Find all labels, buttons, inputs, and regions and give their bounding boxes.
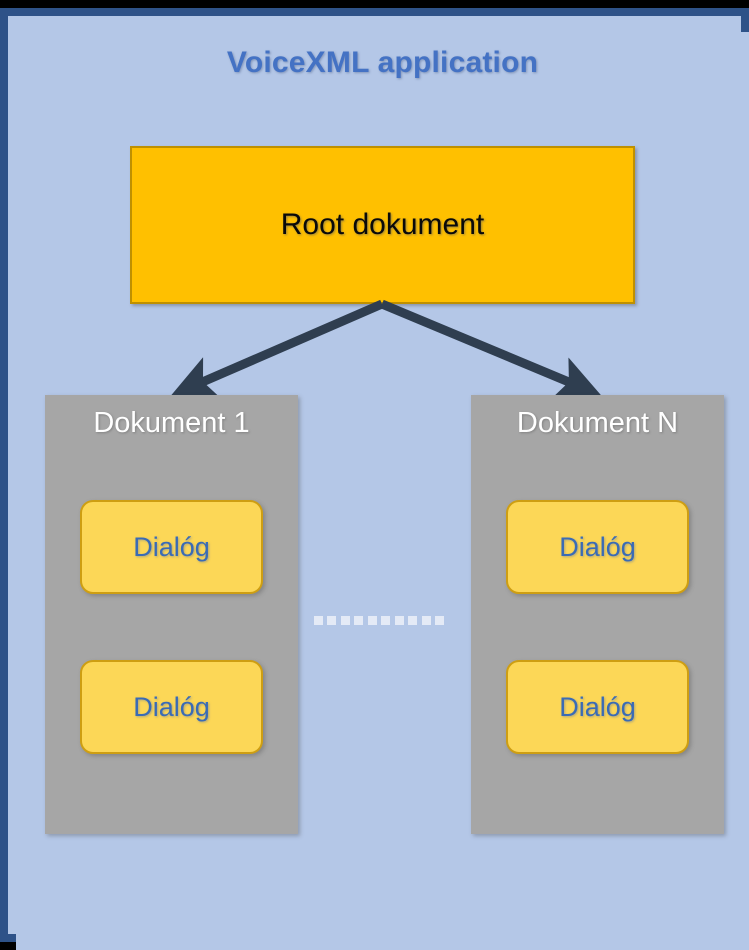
diagram-canvas: VoiceXML application Root dokument Dokum… bbox=[16, 32, 749, 950]
document-1-dialog-1[interactable]: Dialóg bbox=[80, 500, 263, 594]
arrow-root-to-document-n bbox=[380, 299, 602, 399]
document-n-dialog-1[interactable]: Dialóg bbox=[506, 500, 689, 594]
arrow-root-to-document-1 bbox=[170, 299, 384, 399]
document-n-dialog-1-label: Dialóg bbox=[559, 531, 636, 562]
document-1-dialog-2-label: Dialóg bbox=[133, 691, 210, 722]
connector-dot bbox=[340, 616, 350, 625]
document-1-dialog-2[interactable]: Dialóg bbox=[80, 660, 263, 754]
root-document-label: Root dokument bbox=[280, 208, 485, 241]
connector-dot bbox=[327, 616, 337, 625]
columns-dotted-connector bbox=[314, 616, 444, 625]
connector-dot bbox=[314, 616, 323, 625]
document-n-dialog-2-label: Dialóg bbox=[559, 691, 636, 722]
document-column-n[interactable]: Dokument N Dialóg Dialóg bbox=[471, 395, 724, 834]
connector-dot bbox=[394, 616, 404, 625]
connector-dot bbox=[381, 616, 391, 625]
root-document-node[interactable]: Root dokument bbox=[130, 146, 635, 304]
connector-dot bbox=[408, 616, 418, 625]
document-n-dialog-2[interactable]: Dialóg bbox=[506, 660, 689, 754]
document-column-1[interactable]: Dokument 1 Dialóg Dialóg bbox=[45, 395, 298, 834]
connector-dot bbox=[434, 616, 444, 625]
document-1-dialog-1-label: Dialóg bbox=[133, 531, 210, 562]
connector-dot bbox=[367, 616, 377, 625]
connector-dot bbox=[421, 616, 431, 625]
diagram-frame: VoiceXML application Root dokument Dokum… bbox=[0, 8, 749, 950]
document-column-n-title: Dokument N bbox=[516, 407, 679, 439]
connector-dot bbox=[354, 616, 364, 625]
document-column-1-title: Dokument 1 bbox=[93, 407, 250, 439]
diagram-title: VoiceXML application bbox=[226, 46, 539, 79]
